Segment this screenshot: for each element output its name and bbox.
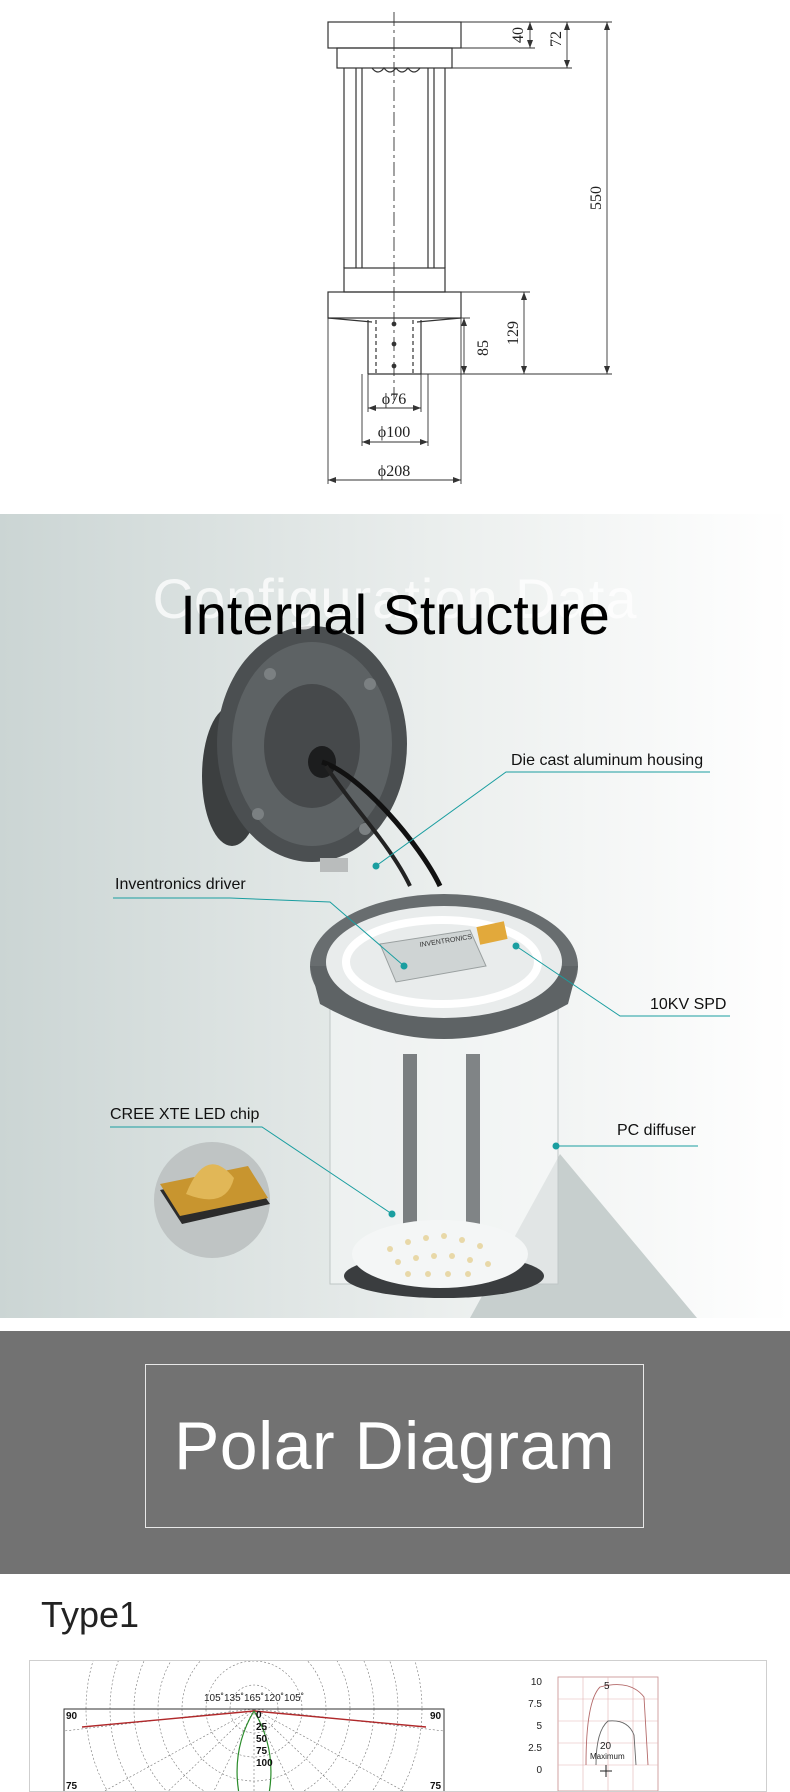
driver-marker (400, 962, 408, 970)
iso-maximum-label: Maximum (590, 1752, 625, 1761)
spd-marker (512, 942, 520, 950)
base-head (327, 291, 462, 319)
polar-diagram-title: Polar Diagram (173, 1408, 616, 1484)
lid-illustration (202, 626, 443, 888)
dim-diameter-208: ϕ208 (378, 463, 410, 480)
polar-top-angles: 105˚135˚165˚120˚105˚ (204, 1692, 304, 1704)
isolux-diagram: 10 7.5 5 2.5 0 5 20 Maximum (528, 1676, 659, 1791)
iso-contour-20-label: 20 (600, 1741, 612, 1752)
callout-spd: 10KV SPD (650, 996, 727, 1013)
iso-y-0: 0 (536, 1765, 542, 1776)
housing-marker (372, 862, 380, 870)
dim-diameter-76: ϕ76 (382, 391, 406, 408)
polar-radial-100: 100 (256, 1758, 273, 1769)
polar-radial-25: 25 (256, 1722, 268, 1733)
iso-contour-5-label: 5 (604, 1681, 610, 1692)
dim-cap-height: 40 (510, 27, 527, 43)
iso-y-2-5: 2.5 (528, 1743, 542, 1754)
callout-chip: CREE XTE LED chip (110, 1106, 260, 1123)
dim-head-height: 72 (548, 31, 565, 47)
dim-total-height: 550 (588, 186, 605, 210)
callout-driver: Inventronics driver (115, 876, 246, 893)
internal-structure-title: Internal Structure (180, 583, 610, 646)
dim-base-height: 129 (505, 321, 522, 345)
iso-y-10: 10 (531, 1677, 543, 1688)
polar-radial-0: 0 (256, 1710, 262, 1721)
polar-left-75: 75 (66, 1781, 78, 1791)
type1-label: Type1 (41, 1594, 140, 1635)
polar-left-angle: 90 (66, 1711, 78, 1722)
dimension-drawing: 40 72 550 129 85 ϕ76 ϕ100 ϕ208 (0, 0, 790, 514)
type1-section: Type1 (0, 1574, 790, 1792)
photometric-chart-box: 105˚135˚165˚120˚105˚ 90 90 75 75 0 25 50… (29, 1660, 767, 1792)
cap-outline (327, 21, 462, 49)
polar-right-angle: 90 (430, 1711, 442, 1722)
dim-diameter-100: ϕ100 (378, 424, 410, 441)
polar-diagram-banner: Polar Diagram (0, 1331, 790, 1574)
structure-illustration: INVENTRONICS (110, 626, 730, 1318)
led-bumps (371, 67, 421, 73)
polar-candela-diagram: 105˚135˚165˚120˚105˚ 90 90 75 75 0 25 50… (63, 1661, 445, 1791)
internal-structure-section: INVENTRONICS (0, 514, 790, 1318)
iso-y-7-5: 7.5 (528, 1699, 542, 1710)
polar-radial-75: 75 (256, 1746, 268, 1757)
diffuser-marker (552, 1142, 560, 1150)
led-chip-closeup (154, 1142, 270, 1258)
cap-lower-outline (336, 47, 453, 69)
callout-diffuser: PC diffuser (617, 1122, 696, 1139)
dim-inner-base-height: 85 (475, 340, 492, 356)
polar-title-frame: Polar Diagram (145, 1364, 644, 1528)
polar-right-75: 75 (430, 1781, 442, 1791)
callout-leaders (110, 771, 730, 1215)
ghost-title: Configuration Data (152, 567, 638, 630)
photometric-chart-svg: 105˚135˚165˚120˚105˚ 90 90 75 75 0 25 50… (63, 1661, 659, 1791)
dimension-drawing-svg: 40 72 550 129 85 ϕ76 ϕ100 ϕ208 (327, 12, 612, 484)
chip-marker (388, 1210, 396, 1218)
polar-radial-50: 50 (256, 1734, 268, 1745)
iso-y-5: 5 (536, 1721, 542, 1732)
callout-housing: Die cast aluminum housing (511, 752, 704, 769)
lower-ring (343, 267, 446, 293)
fixture-body-illustration: INVENTRONICS (310, 894, 578, 1298)
